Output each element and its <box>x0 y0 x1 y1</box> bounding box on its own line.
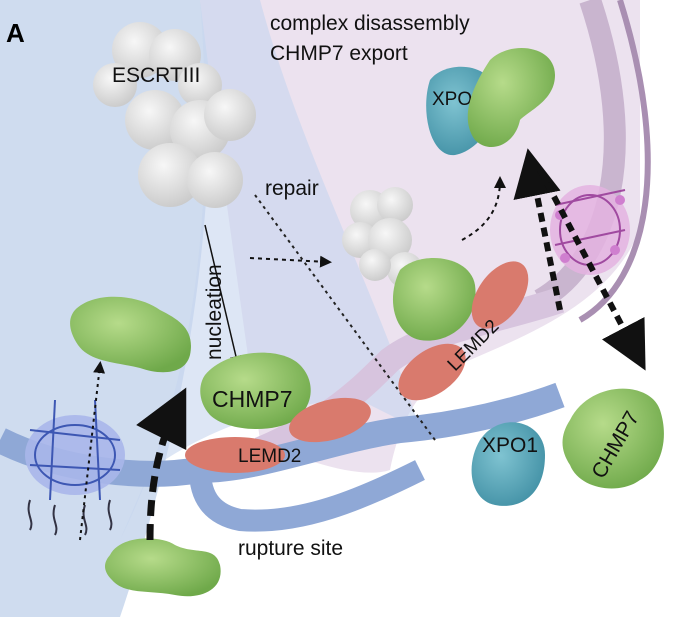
main-chmp7-protein <box>200 352 311 430</box>
blue-nuclear-pore <box>25 399 125 536</box>
export-dotted-arrow <box>461 176 506 241</box>
repair-boundary-line <box>254 194 436 441</box>
repair-chmp7-protein <box>392 258 476 341</box>
repair-dotted-arrow <box>249 255 332 268</box>
nucleation-arrow <box>204 224 242 368</box>
export-arrow-up <box>513 148 563 311</box>
main-chmp7-label: CHMP7 <box>212 386 293 412</box>
exported-chmp7-top <box>467 48 555 148</box>
cytoplasm-chmp7-lower <box>105 538 221 597</box>
xpo1-bottom-protein <box>471 422 545 506</box>
outer-membrane-edge <box>578 0 651 323</box>
exported-chmp7-protein <box>562 388 664 489</box>
xpo1-bottom-label: XPO1 <box>482 434 538 457</box>
import-arrow <box>136 387 187 541</box>
nucleoplasm-region <box>120 0 420 540</box>
lower-membrane <box>189 460 425 532</box>
panel-label: A <box>6 18 25 48</box>
repair-lemd2-right <box>471 261 529 329</box>
rupture-site-label: rupture site <box>238 537 343 560</box>
repair-label: repair <box>265 177 319 200</box>
main-lemd2-label: LEMD2 <box>238 446 301 467</box>
pink-nuclear-pore <box>550 185 630 275</box>
pore-import-arrow <box>79 361 106 541</box>
export-label: CHMP7 export <box>270 42 408 65</box>
complex-label: complex disassembly <box>270 12 470 35</box>
main-lemd2-right <box>289 397 371 443</box>
cytoplasm-chmp7-upper <box>70 296 191 373</box>
escrt-complex <box>93 22 256 208</box>
nucleation-label: nucleation <box>203 264 226 360</box>
repair-lemd2-left <box>398 343 466 401</box>
repair-escrt-cluster <box>342 187 423 288</box>
export-arrow-down <box>537 168 646 371</box>
escrt-label: ESCRTIII <box>112 64 200 87</box>
main-lemd2-left <box>185 437 285 473</box>
